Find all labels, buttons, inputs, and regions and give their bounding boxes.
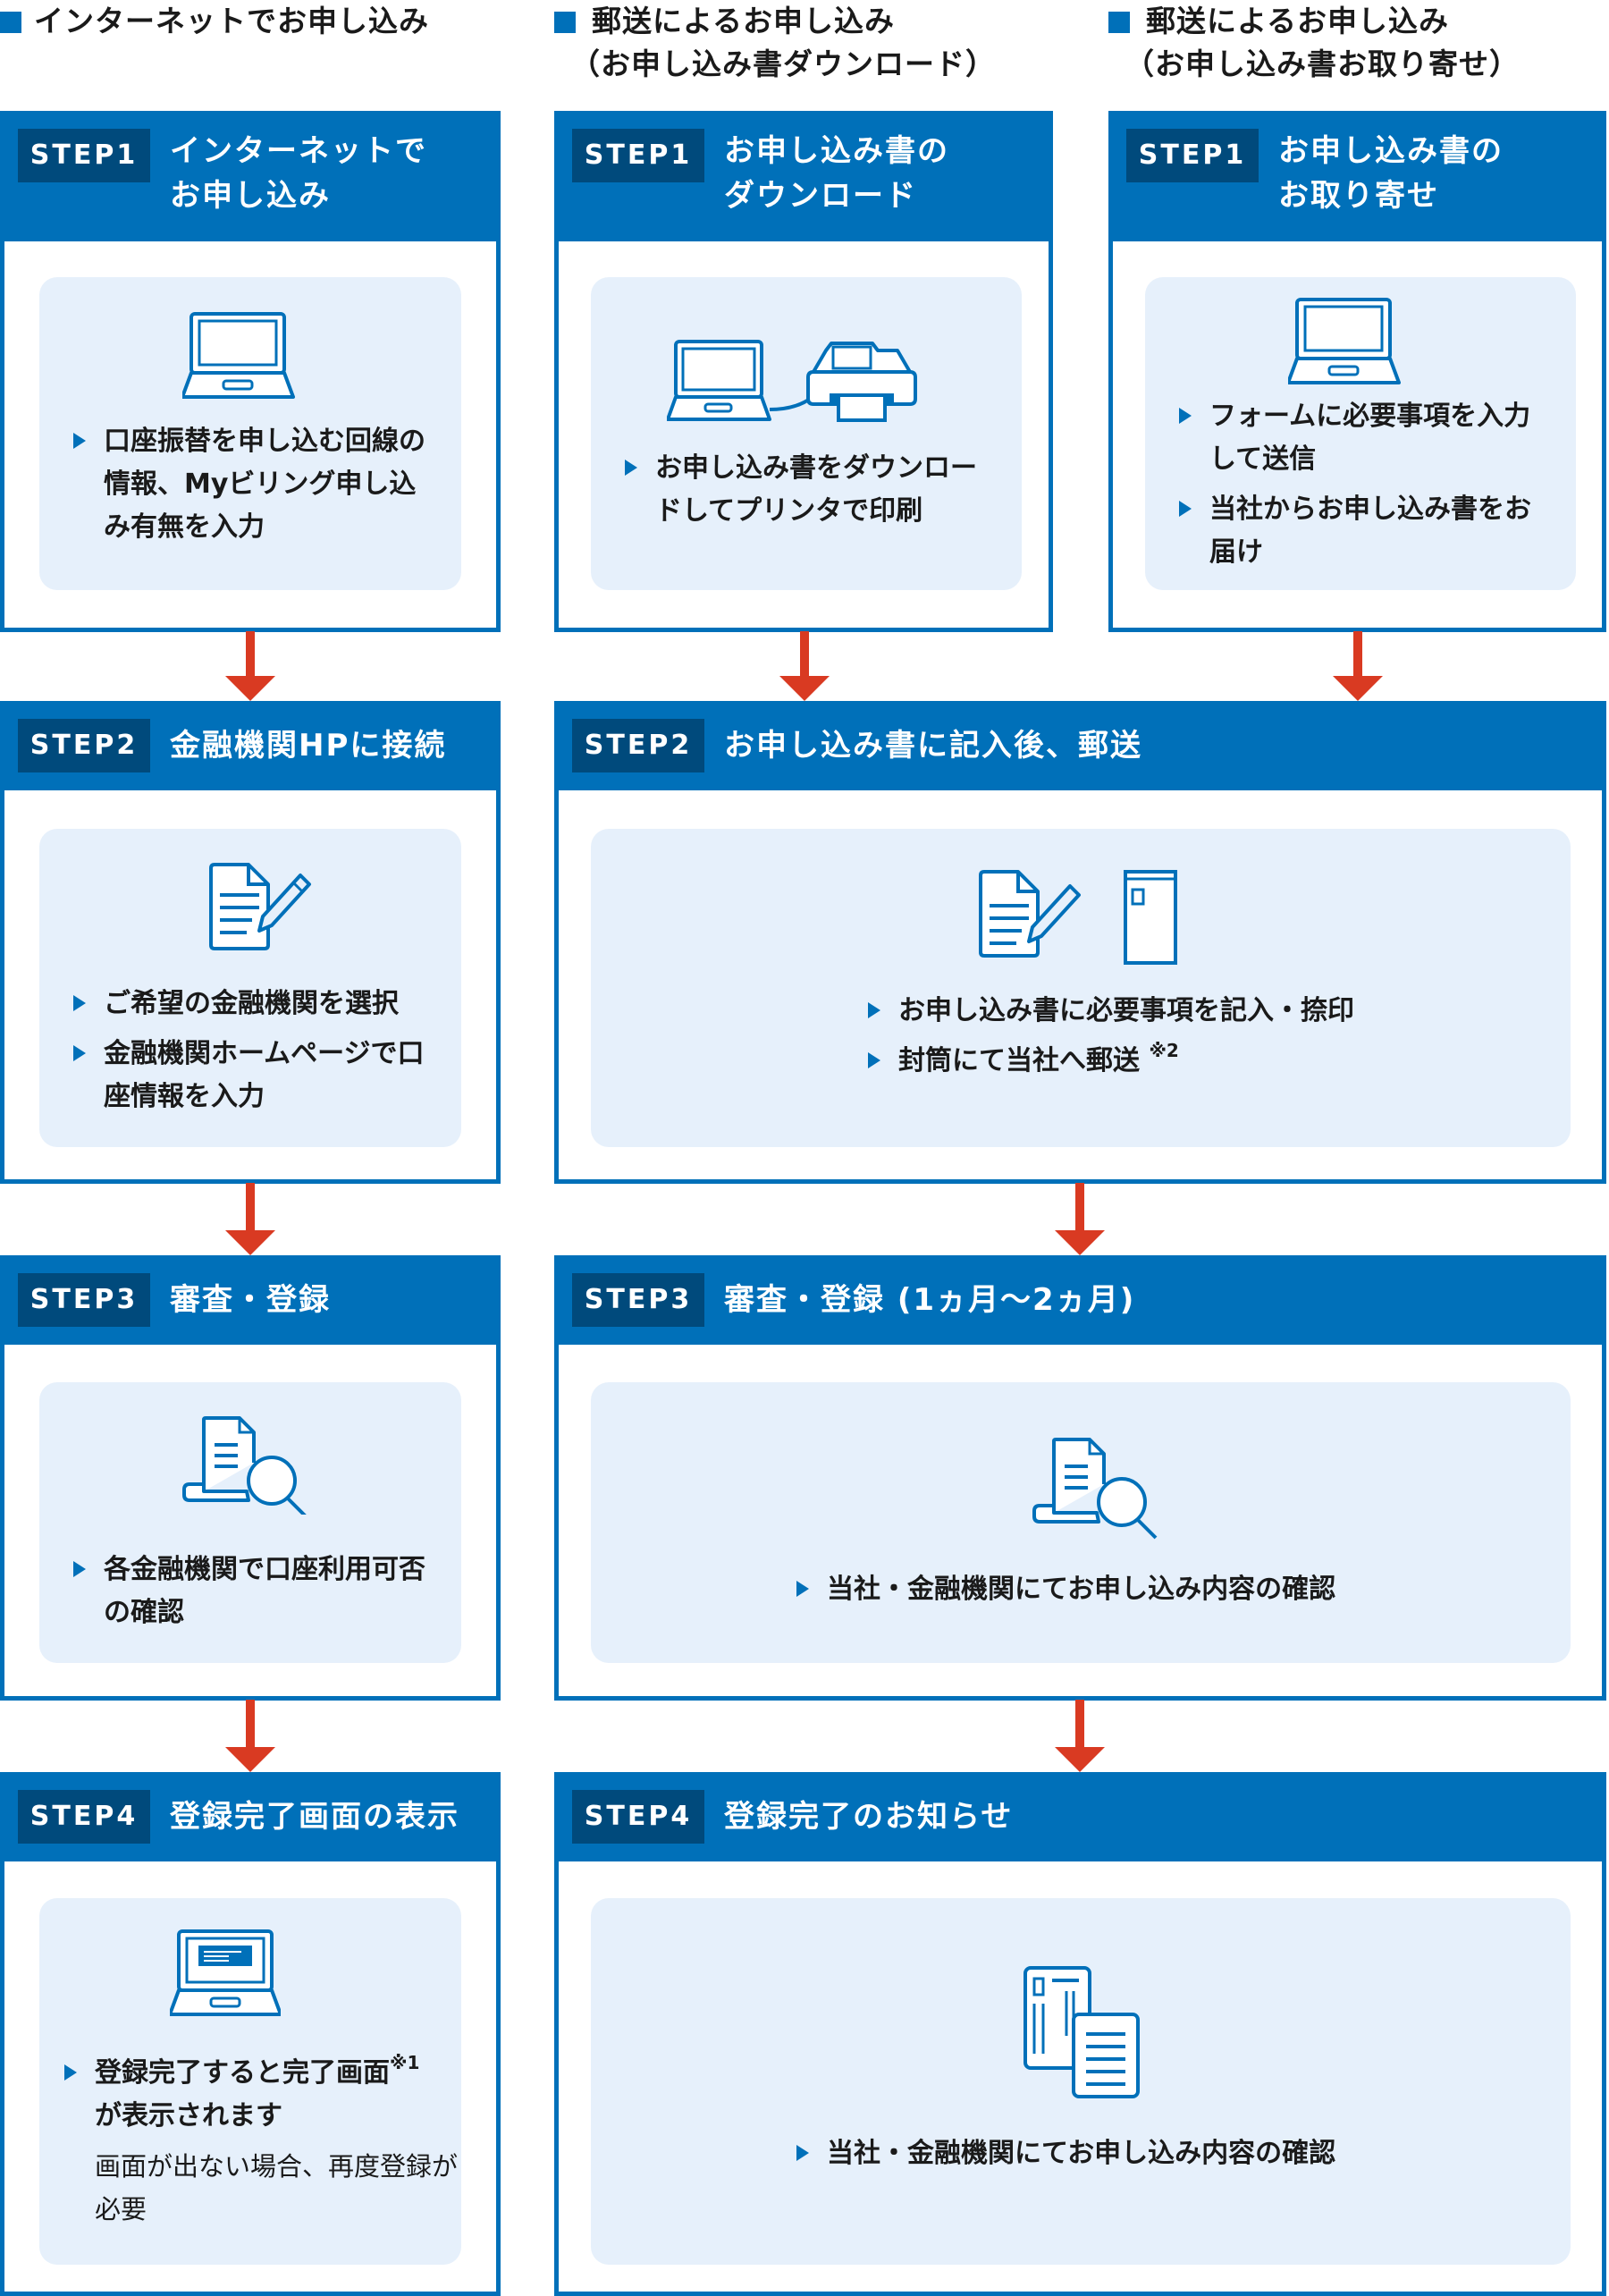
bullet-item: 当社・金融機関にてお申し込み内容の確認: [796, 2132, 1422, 2175]
laptop-icon: [182, 312, 295, 399]
step-panel: 当社・金融機関にてお申し込み内容の確認: [591, 1382, 1571, 1663]
heading-text: インターネットでお申し込み: [34, 4, 429, 38]
internet-step3-card: STEP3 審査・登録 各金融機関で口座利用可否の確認: [0, 1255, 501, 1701]
step-header: STEP4 登録完了画面の表示: [0, 1772, 501, 1861]
step-panel: ご希望の金融機関を選択 金融機関ホームページで口座情報を入力: [39, 829, 461, 1147]
step-badge: STEP2: [572, 719, 704, 772]
step-title: インターネットで お申し込み: [170, 133, 427, 214]
bullet-list: 口座振替を申し込む回線の情報、Myビリング申し込み有無を入力: [73, 420, 440, 556]
step-header: STEP3 審査・登録: [0, 1255, 501, 1345]
step-panel: 当社・金融機関にてお申し込み内容の確認: [591, 1898, 1571, 2265]
heading-subtext: （お申し込み書ダウンロード）: [570, 46, 996, 81]
flow-arrow-icon: [225, 1700, 275, 1772]
column-heading-internet: インターネットでお申し込み: [0, 0, 429, 43]
internet-step4-card: STEP4 登録完了画面の表示 登録完了すると完了画面※1 が表示されます 画面が…: [0, 1772, 501, 2296]
bullet-list: お申し込み書をダウンロードしてプリンタで印刷: [625, 447, 1000, 540]
bullet-item: フォームに必要事項を入力して送信: [1179, 395, 1554, 481]
step-badge: STEP3: [18, 1273, 150, 1327]
step-badge: STEP2: [18, 719, 150, 772]
bullet-list: フォームに必要事項を入力して送信 当社からお申し込み書をお届け: [1179, 395, 1554, 581]
mail-step4-card: STEP4 登録完了のお知らせ 当社・金融機関にてお申し込み内容の確認: [554, 1772, 1606, 2296]
note-text: 画面が出ない場合、再度登録が必要: [95, 2151, 459, 2224]
step-title: 登録完了画面の表示: [170, 1799, 459, 1835]
step-title: お申し込み書の お取り寄せ: [1278, 133, 1504, 214]
step-badge: STEP1: [1126, 129, 1259, 182]
bullet-item: 各金融機関で口座利用可否の確認: [73, 1549, 449, 1634]
flow-arrow-icon: [225, 1183, 275, 1255]
bullet-item: ご希望の金融機関を選択: [73, 983, 449, 1026]
request-step1-card: STEP1 お申し込み書の お取り寄せ フォームに必要事項を入力して送信 当社か…: [1108, 111, 1606, 632]
step-panel: 口座振替を申し込む回線の情報、Myビリング申し込み有無を入力: [39, 277, 461, 590]
bullet-list: ご希望の金融機関を選択 金融機関ホームページで口座情報を入力: [73, 983, 449, 1126]
bullet-item: お申し込み書に必要事項を記入・捺印: [868, 990, 1494, 1033]
step-header: STEP3 審査・登録 (1ヵ月〜2ヵ月): [554, 1255, 1606, 1345]
step-header: STEP2 金融機関HPに接続: [0, 701, 501, 790]
step-badge: STEP4: [18, 1790, 150, 1844]
heading-text: 郵送によるお申し込み: [592, 4, 896, 38]
document-search-icon: [1032, 1438, 1158, 1540]
flow-arrow-icon: [225, 631, 275, 701]
square-bullet-icon: [0, 12, 21, 33]
bullet-text: 封筒にて当社へ郵送: [898, 1045, 1140, 1076]
laptop-printer-icon: [667, 340, 917, 422]
bullet-item: 登録完了すると完了画面※1 が表示されます: [64, 2052, 458, 2138]
internet-step2-card: STEP2 金融機関HPに接続 ご希望の金融機関を選択 金融機関ホームページで口…: [0, 701, 501, 1184]
flow-arrow-icon: [1333, 631, 1383, 701]
bullet-item: お申し込み書をダウンロードしてプリンタで印刷: [625, 447, 1000, 533]
bullet-list: お申し込み書に必要事項を記入・捺印 封筒にて当社へ郵送 ※2: [868, 990, 1494, 1090]
download-step1-card: STEP1 お申し込み書の ダウンロード お申し込み書をダウンロードしてプリンタ…: [554, 111, 1053, 632]
step-panel: フォームに必要事項を入力して送信 当社からお申し込み書をお届け: [1145, 277, 1576, 590]
step-panel: お申し込み書に必要事項を記入・捺印 封筒にて当社へ郵送 ※2: [591, 829, 1571, 1147]
laptop-icon: [1288, 298, 1401, 384]
step-panel: お申し込み書をダウンロードしてプリンタで印刷: [591, 277, 1022, 590]
step-title: 金融機関HPに接続: [170, 728, 447, 764]
step-header: STEP1 お申し込み書の ダウンロード: [554, 111, 1053, 241]
step-badge: STEP1: [18, 129, 150, 182]
step-header: STEP4 登録完了のお知らせ: [554, 1772, 1606, 1861]
step-title: 登録完了のお知らせ: [724, 1799, 1014, 1835]
bullet-list: 各金融機関で口座利用可否の確認: [73, 1549, 449, 1642]
column-heading-request: 郵送によるお申し込み （お申し込み書お取り寄せ）: [1108, 0, 1520, 86]
bullet-item: 口座振替を申し込む回線の情報、Myビリング申し込み有無を入力: [73, 420, 440, 549]
bullet-item: 封筒にて当社へ郵送 ※2: [868, 1040, 1494, 1083]
mail-step2-card: STEP2 お申し込み書に記入後、郵送 お申し込み書に必要事項を記入・捺印 封筒…: [554, 701, 1606, 1184]
notice-documents-icon: [1024, 1966, 1140, 2098]
document-pen-icon: [209, 863, 311, 950]
heading-text: 郵送によるお申し込み: [1146, 4, 1450, 38]
document-search-icon: [182, 1416, 307, 1515]
square-bullet-icon: [1108, 12, 1130, 33]
step-header: STEP2 お申し込み書に記入後、郵送: [554, 701, 1606, 790]
bullet-list: 当社・金融機関にてお申し込み内容の確認: [796, 2132, 1422, 2182]
bullet-text: が表示されます: [95, 2100, 282, 2131]
square-bullet-icon: [554, 12, 576, 33]
laptop-screen-icon: [170, 1929, 281, 2016]
flow-arrow-icon: [779, 631, 830, 701]
mail-step3-card: STEP3 審査・登録 (1ヵ月〜2ヵ月) 当社・金融機関にてお申し込み内容の確…: [554, 1255, 1606, 1701]
step-title: 審査・登録 (1ヵ月〜2ヵ月): [724, 1282, 1136, 1318]
step-panel: 各金融機関で口座利用可否の確認: [39, 1382, 461, 1663]
step-header: STEP1 お申し込み書の お取り寄せ: [1108, 111, 1606, 241]
step-badge: STEP4: [572, 1790, 704, 1844]
heading-subtext: （お申し込み書お取り寄せ）: [1125, 46, 1520, 81]
bullet-list: 当社・金融機関にてお申し込み内容の確認: [796, 1568, 1422, 1618]
bullet-item: 当社からお申し込み書をお届け: [1179, 488, 1554, 574]
document-pen-envelope-icon: [979, 870, 1177, 965]
step-title: 審査・登録: [170, 1282, 331, 1318]
column-heading-download: 郵送によるお申し込み （お申し込み書ダウンロード）: [554, 0, 996, 86]
bullet-item: 金融機関ホームページで口座情報を入力: [73, 1033, 449, 1118]
step-title: お申し込み書の ダウンロード: [724, 133, 949, 214]
bullet-text: 登録完了すると完了画面: [95, 2057, 390, 2089]
footnote-marker: ※2: [1149, 1040, 1179, 1061]
internet-step1-card: STEP1 インターネットで お申し込み 口座振替を申し込む回線の情報、Myビリ…: [0, 111, 501, 632]
footnote-marker: ※1: [390, 2052, 420, 2073]
flow-arrow-icon: [1055, 1700, 1105, 1772]
bullet-list: 登録完了すると完了画面※1 が表示されます 画面が出ない場合、再度登録が必要: [64, 2052, 458, 2231]
step-title: お申し込み書に記入後、郵送: [724, 728, 1142, 764]
flow-arrow-icon: [1055, 1183, 1105, 1255]
step-panel: 登録完了すると完了画面※1 が表示されます 画面が出ない場合、再度登録が必要: [39, 1898, 461, 2265]
step-header: STEP1 インターネットで お申し込み: [0, 111, 501, 241]
step-badge: STEP1: [572, 129, 704, 182]
step-badge: STEP3: [572, 1273, 704, 1327]
bullet-item: 当社・金融機関にてお申し込み内容の確認: [796, 1568, 1422, 1611]
